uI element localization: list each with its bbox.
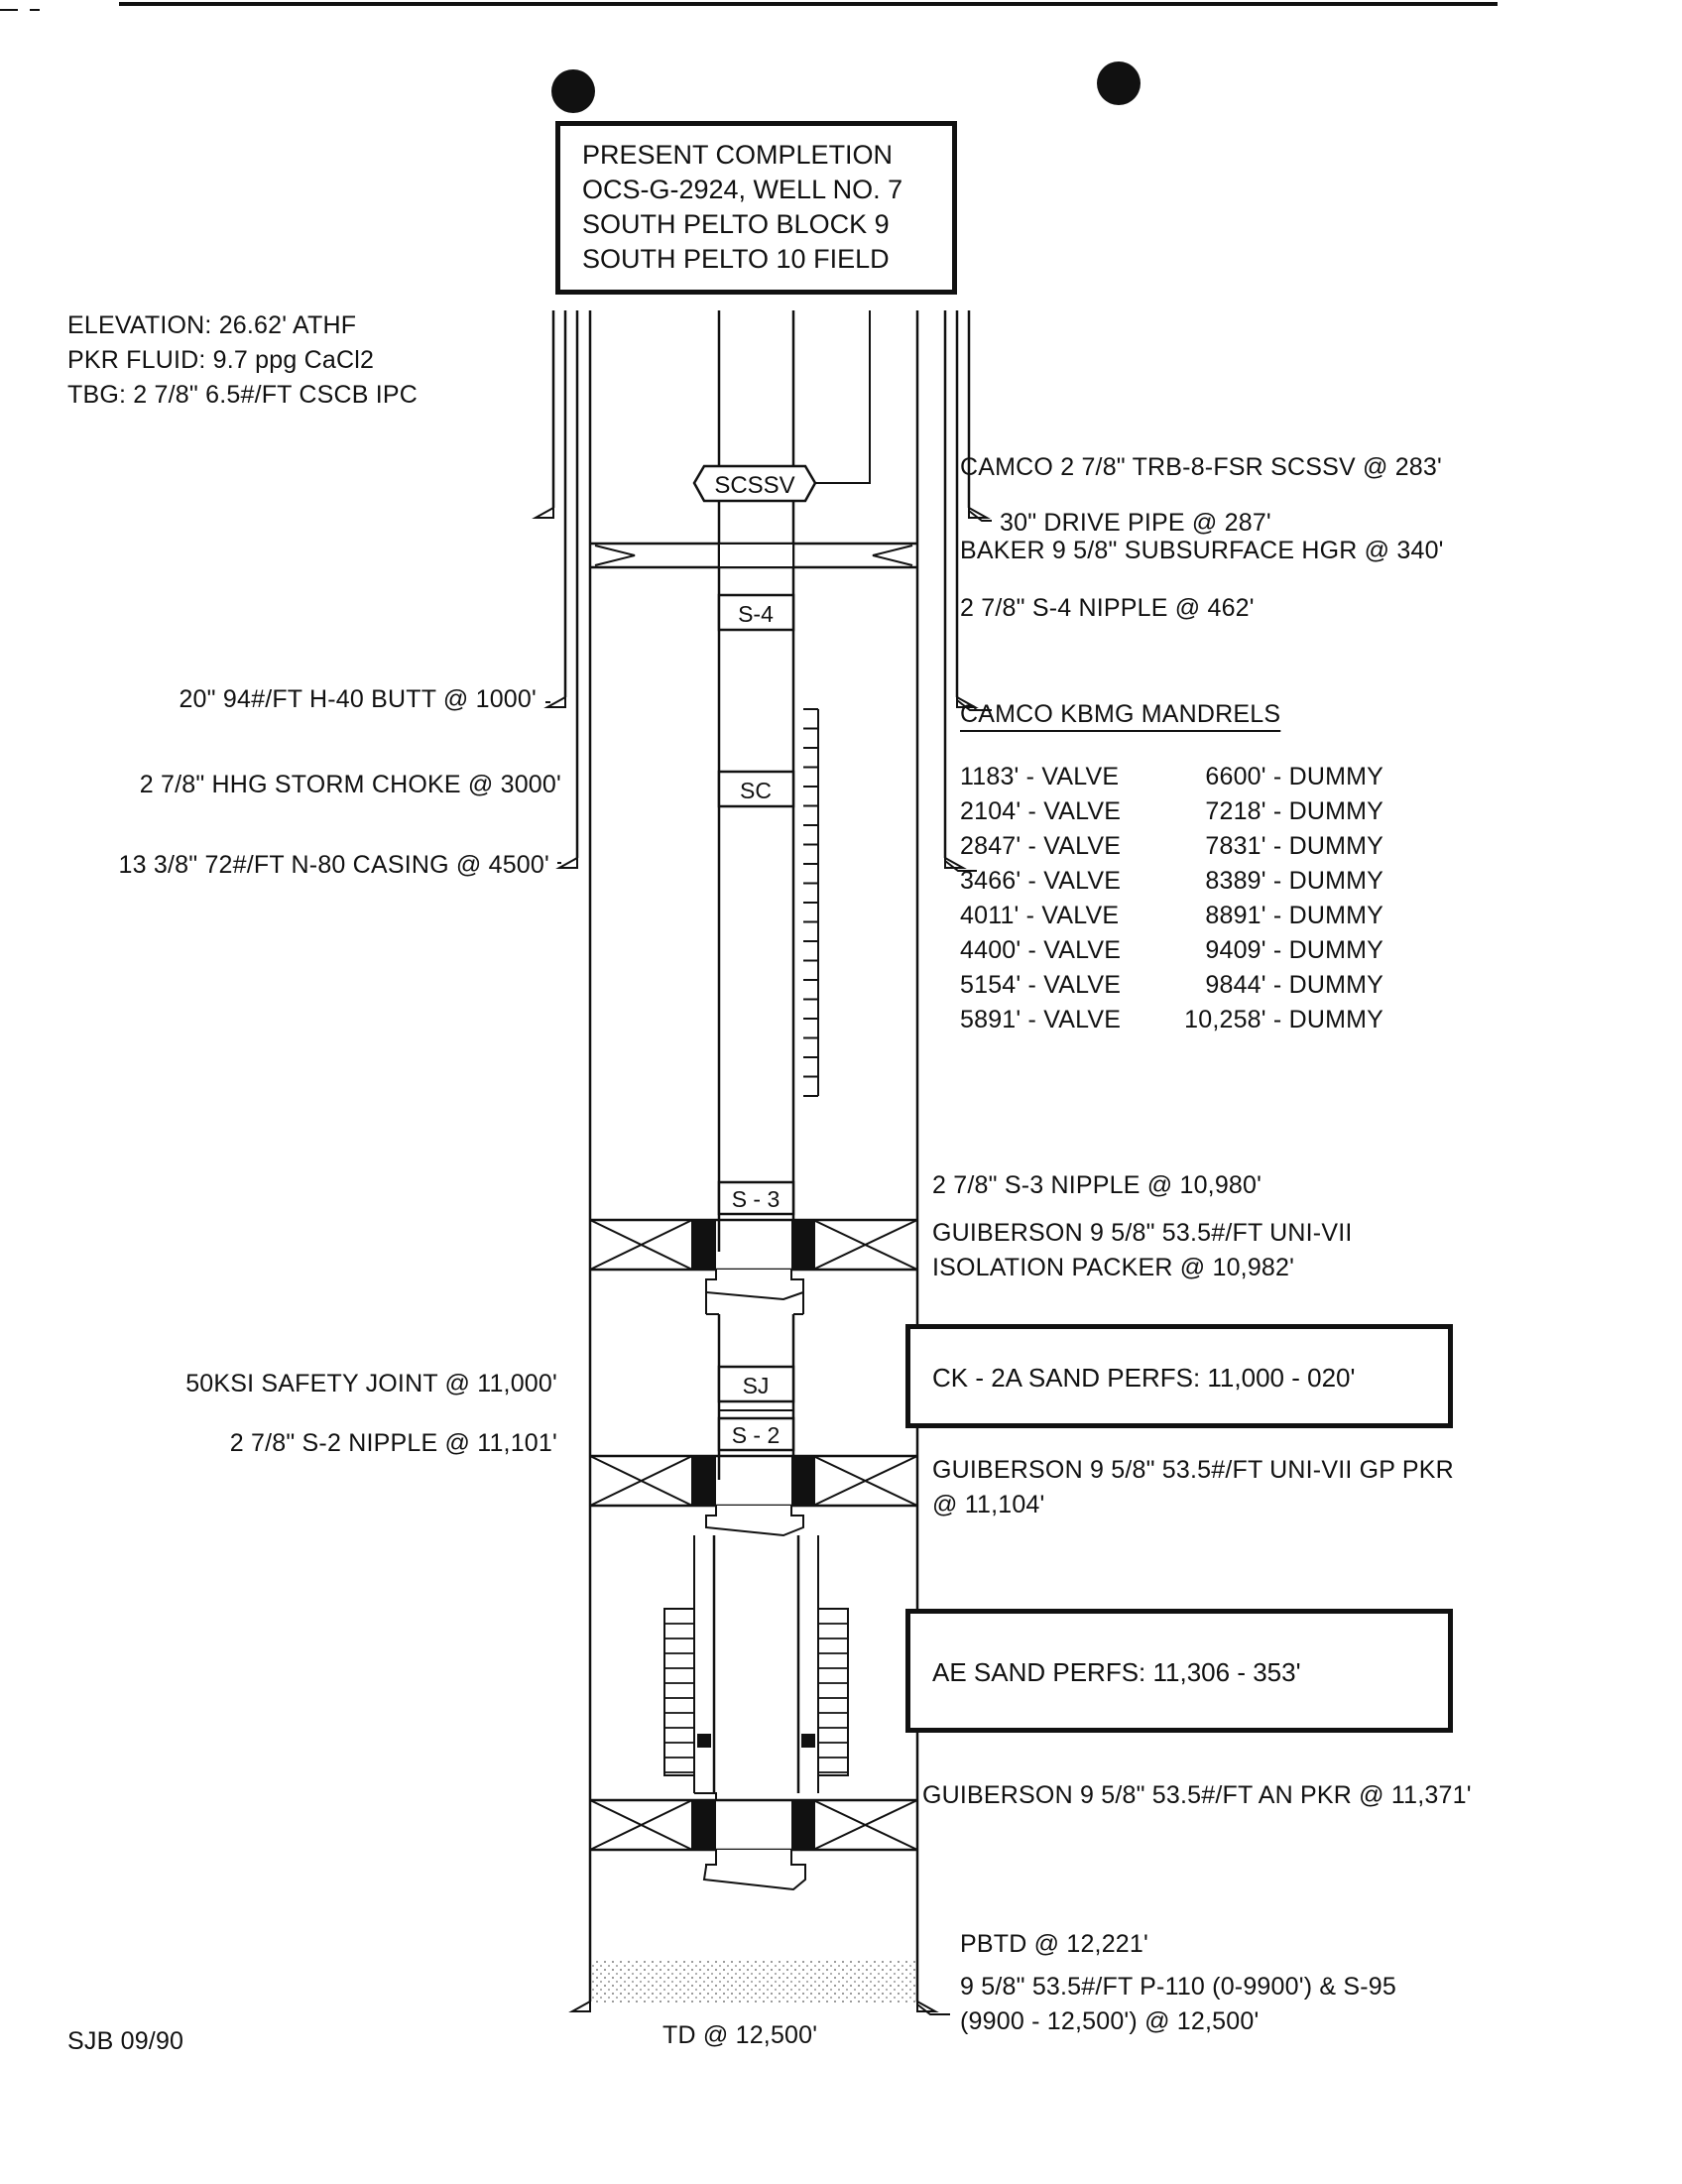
screen-segment: [663, 1608, 695, 1776]
tbg-label: TBG: 2 7/8" 6.5#/FT CSCB IPC: [67, 381, 419, 409]
s2-nipple: [717, 1416, 795, 1452]
isolation-packer-label-1: GUIBERSON 9 5/8" 53.5#/FT UNI-VII: [932, 1219, 1353, 1247]
hanger-tubing-section: [718, 543, 794, 568]
mandrel-dummy-item: 8891' - DUMMY: [1205, 902, 1383, 929]
casing-13-label: 13 3/8" 72#/FT N-80 CASING @ 4500': [118, 851, 549, 879]
storm-choke: [717, 770, 795, 808]
s2-nipple-label: 2 7/8" S-2 NIPPLE @ 11,101': [229, 1429, 557, 1457]
mandrel-valve-item: 4400' - VALVE: [960, 936, 1122, 964]
ck2a-sand-perfs-box: CK - 2A SAND PERFS: 11,000 - 020': [905, 1324, 1453, 1428]
safety-joint-label: 50KSI SAFETY JOINT @ 11,000': [185, 1370, 557, 1397]
reference-dot: [551, 69, 595, 113]
title-line-4: SOUTH PELTO 10 FIELD: [582, 244, 890, 274]
s2-tag: S - 2: [732, 1422, 781, 1448]
an-packer: [589, 1792, 918, 1891]
leader-drive-pipe: [968, 510, 992, 522]
td-label: TD @ 12,500': [662, 2021, 818, 2049]
an-packer-label: GUIBERSON 9 5/8" 53.5#/FT AN PKR @ 11,37…: [922, 1781, 1472, 1809]
casing-20-label: 20" 94#/FT H-40 BUTT @ 1000': [179, 685, 537, 713]
author-date-label: SJB 09/90: [67, 2027, 184, 2055]
casing-9-label-1: 9 5/8" 53.5#/FT P-110 (0-9900') & S-95: [960, 1973, 1397, 2001]
gp-packer-label-1: GUIBERSON 9 5/8" 53.5#/FT UNI-VII GP PKR: [932, 1456, 1454, 1484]
screen-segment: [817, 1608, 849, 1776]
sc-tag: SC: [740, 778, 772, 803]
mandrel-valve-item: 5154' - VALVE: [960, 971, 1122, 999]
leader-casing20-right: [956, 699, 992, 711]
casing-13-shoe-left: [555, 856, 578, 869]
title-line-3: SOUTH PELTO BLOCK 9: [582, 209, 890, 239]
pbtd-sand-fill: [592, 1959, 915, 2003]
hanger-slip-left: [594, 545, 636, 566]
mandrels-heading: CAMCO KBMG MANDRELS: [960, 700, 1281, 728]
safety-joint: [717, 1365, 795, 1403]
s4-nipple: [717, 593, 795, 632]
leader-casing13-right: [944, 860, 977, 872]
reference-dot: [1097, 61, 1141, 105]
mandrel-dummy-item: 10,258' - DUMMY: [1184, 1006, 1383, 1033]
storm-choke-label: 2 7/8" HHG STORM CHOKE @ 3000': [139, 771, 561, 798]
s4-tag: S-4: [738, 601, 774, 627]
scssv-label: CAMCO 2 7/8" TRB-8-FSR SCSSV @ 283': [960, 453, 1442, 481]
leader-casing9-right: [916, 2003, 950, 2015]
elevation-label: ELEVATION: 26.62' ATHF: [67, 311, 357, 339]
mandrel-valve-item: 2104' - VALVE: [960, 797, 1122, 825]
mandrel-dummy-item: 9844' - DUMMY: [1205, 971, 1383, 999]
mandrel-valve-item: 5891' - VALVE: [960, 1006, 1122, 1033]
s3-tag: S - 3: [732, 1186, 781, 1212]
sj-tag: SJ: [743, 1373, 770, 1398]
pbtd-label: PBTD @ 12,221': [960, 1930, 1148, 1958]
hanger-label: BAKER 9 5/8" SUBSURFACE HGR @ 340': [960, 537, 1444, 564]
gravel-pack-screens: [663, 1608, 849, 1776]
casing-20-shoe-left: [543, 695, 566, 708]
scssv-tag: SCSSV: [714, 472, 794, 499]
mandrel-dummy-item: 9409' - DUMMY: [1205, 936, 1383, 964]
mandrel-valve-item: 4011' - VALVE: [960, 902, 1120, 929]
ck2a-sand-perfs-text: CK - 2A SAND PERFS: 11,000 - 020': [932, 1363, 1356, 1393]
casing-9-label-2: (9900 - 12,500') @ 12,500': [960, 2007, 1260, 2035]
mandrel-valve-item: 2847' - VALVE: [960, 832, 1122, 860]
ae-sand-perfs-text: AE SAND PERFS: 11,306 - 353': [932, 1657, 1301, 1687]
title-line-1: PRESENT COMPLETION: [582, 140, 894, 170]
drive-pipe-label: 30" DRIVE PIPE @ 287': [1000, 509, 1271, 537]
title-box: PRESENT COMPLETION OCS-G-2924, WELL NO. …: [555, 121, 957, 295]
gp-packer-label-2: @ 11,104': [932, 1491, 1045, 1518]
scssv-control-line: [813, 310, 871, 484]
isolation-packer: [589, 1218, 918, 1315]
title-line-2: OCS-G-2924, WELL NO. 7: [582, 175, 903, 204]
hanger-slip-right: [872, 545, 913, 566]
mandrel-dummy-item: 6600' - DUMMY: [1205, 763, 1383, 790]
pkr-fluid-label: PKR FLUID: 9.7 ppg CaCl2: [67, 346, 375, 374]
casing-9-shoe-left: [568, 2000, 591, 2012]
s3-nipple-label: 2 7/8" S-3 NIPPLE @ 10,980': [932, 1171, 1262, 1199]
mandrel-dummy-item: 7218' - DUMMY: [1205, 797, 1383, 825]
isolation-packer-label-2: ISOLATION PACKER @ 10,982': [932, 1254, 1295, 1281]
s4-nipple-label: 2 7/8" S-4 NIPPLE @ 462': [960, 594, 1255, 622]
s3-nipple: [717, 1180, 795, 1216]
gas-lift-mandrel-stack: [803, 708, 819, 1097]
ae-sand-perfs-box: AE SAND PERFS: 11,306 - 353': [905, 1609, 1453, 1733]
gp-screen-marker-right: [801, 1734, 815, 1748]
mandrel-dummy-item: 7831' - DUMMY: [1205, 832, 1383, 860]
gp-packer: [589, 1454, 918, 1537]
gp-screen-marker-left: [697, 1734, 711, 1748]
mandrel-dummy-item: 8389' - DUMMY: [1205, 867, 1383, 895]
mandrel-valve-item: 3466' - VALVE: [960, 867, 1122, 895]
drive-pipe-shoe-left: [532, 506, 554, 519]
scssv-body: [692, 464, 817, 503]
mandrel-valve-item: 1183' - VALVE: [960, 763, 1120, 790]
